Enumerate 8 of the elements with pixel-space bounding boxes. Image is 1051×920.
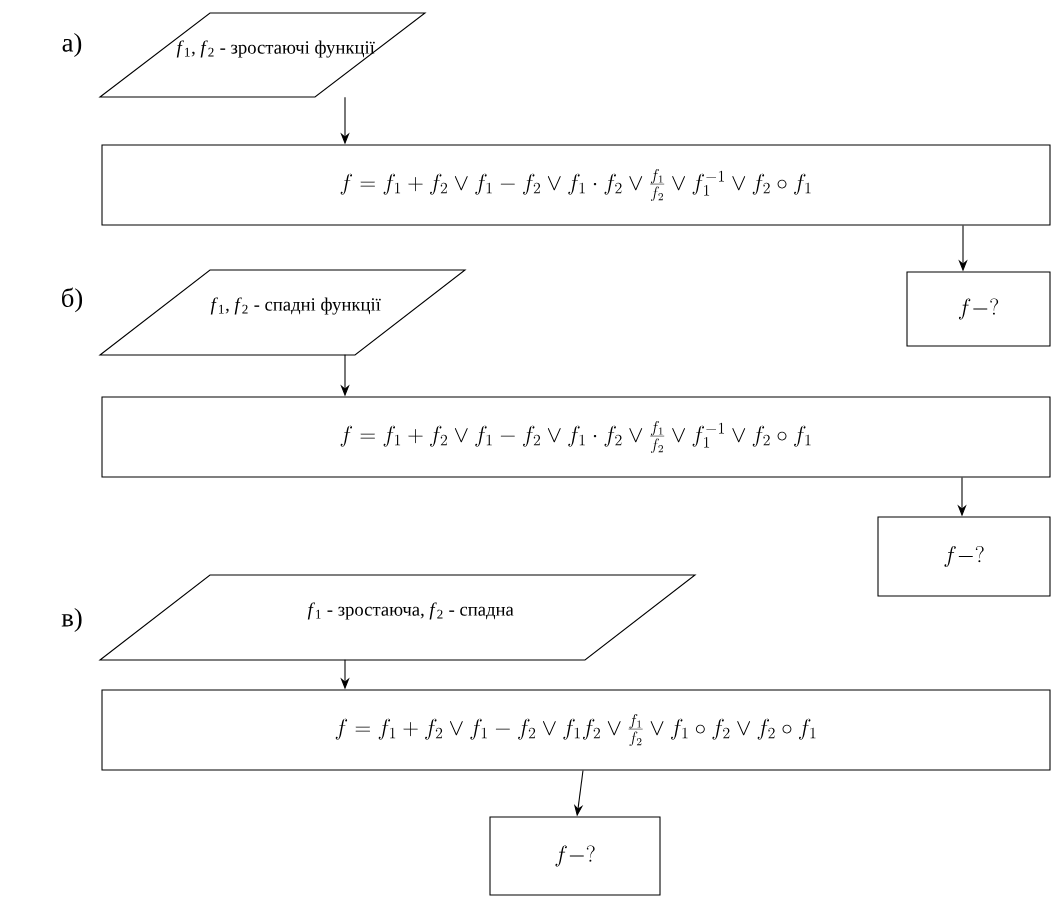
process-box: $f = f_1 + f_2 \vee f_1 - f_2 \vee f_1 f_2 \vee \frac{f_1}{f_2} \vee f_1 \circ f_2 \vee f_2 \circ f_1$ (101, 689, 1051, 771)
item-label: в) (61, 607, 82, 633)
output-box: $f - ?$ (906, 271, 1051, 347)
item-label: б) (62, 287, 83, 313)
process-box: $f = f_1 + f_2 \vee f_1 - f_2 \vee f_1 \cdot f_2 \vee \frac{f_1}{f_2} \vee f_1^{-1} \vee f_2 \circ f_1$ (101, 144, 1051, 226)
output-box: $f - ?$ (877, 516, 1051, 597)
process-box: $f = f_1 + f_2 \vee f_1 - f_2 \vee f_1 \cdot f_2 \vee \frac{f_1}{f_2} \vee f_1^{-1} \vee f_2 \circ f_1$ (101, 396, 1051, 478)
output-box: $f - ?$ (489, 816, 661, 896)
